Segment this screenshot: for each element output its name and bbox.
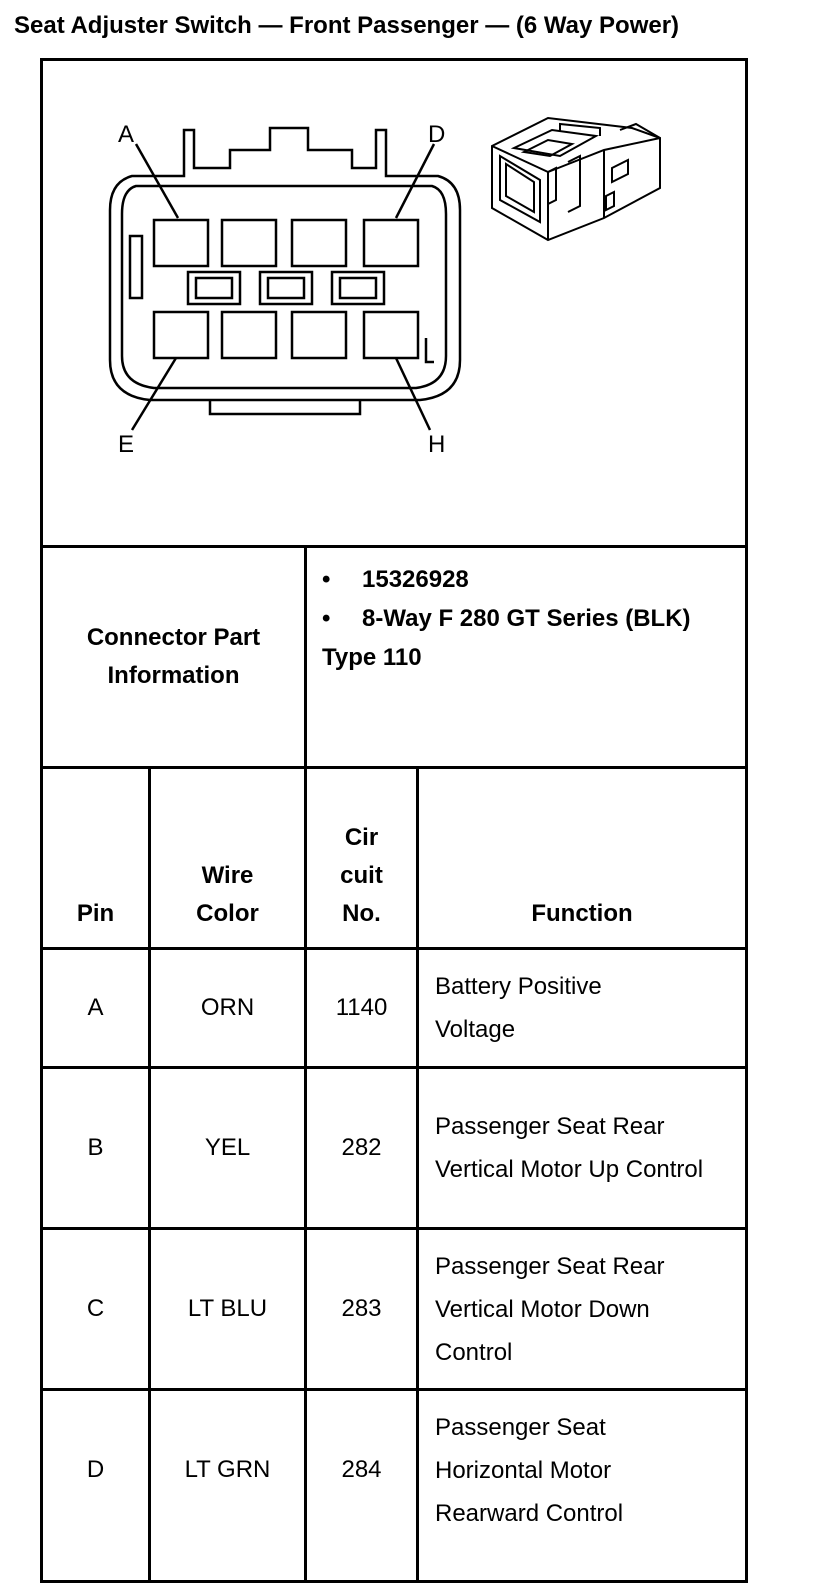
connector-table-frame [40, 58, 748, 1583]
header-function: Function [531, 900, 633, 927]
bullet-icon: • [322, 566, 331, 593]
divider [40, 1227, 748, 1230]
divider [148, 766, 151, 1583]
table-cell-circuit: 284 [341, 1456, 382, 1483]
header-wire-color-text: Wire Color [196, 862, 259, 927]
connector-part-info-label-text: Connector Part Information [86, 624, 261, 689]
connector-series: 8-Way F 280 GT Series (BLK) Type 110 [322, 605, 691, 671]
pin-label-d: D [428, 121, 445, 148]
header-pin: Pin [76, 900, 115, 927]
table-cell-function: Passenger Seat Rear Vertical Motor Down … [419, 1230, 745, 1388]
table-cell-function-text: Passenger Seat Rear Vertical Motor Up Co… [435, 1113, 704, 1183]
pin-label-e: E [118, 431, 134, 458]
table-cell-wire: ORN [200, 994, 255, 1021]
table-cell-function: Passenger Seat Rear Vertical Motor Up Co… [419, 1069, 745, 1227]
table-cell-function: Passenger Seat Horizontal Motor Rearward… [419, 1391, 745, 1549]
table-cell-wire: LT GRN [184, 1456, 271, 1483]
table-cell-wire: LT BLU [187, 1295, 268, 1322]
connector-3d-image [491, 116, 661, 242]
table-cell-circuit: 282 [341, 1134, 382, 1161]
table-cell-wire: YEL [204, 1134, 251, 1161]
pin-label-a: A [118, 121, 134, 148]
table-cell-pin: C [86, 1295, 105, 1322]
table-cell-function-text: Battery Positive Voltage [435, 973, 602, 1043]
connector-diagram: A D E H [108, 116, 661, 458]
table-cell-circuit: 283 [341, 1295, 382, 1322]
divider [40, 766, 748, 769]
divider [40, 545, 748, 548]
table-cell-function: Battery Positive Voltage [419, 950, 745, 1066]
list-item: • 15326928 [322, 560, 742, 599]
header-circuit-no-text: Cir cuit No. [340, 824, 383, 927]
list-item: •8-Way F 280 GT Series (BLK) Type 110 [322, 599, 742, 677]
table-cell-function-text: Passenger Seat Rear Vertical Motor Down … [435, 1252, 665, 1366]
table-cell-pin: A [87, 994, 104, 1021]
header-circuit-no: Cir cuit No. [307, 769, 416, 947]
connector-part-info-label: Connector Part Information [43, 548, 304, 766]
divider [40, 1388, 748, 1391]
divider [304, 545, 307, 1583]
table-cell-circuit: 1140 [335, 994, 388, 1021]
divider [416, 766, 419, 1583]
part-number: 15326928 [362, 566, 469, 593]
table-cell-pin: B [87, 1134, 104, 1161]
divider [40, 947, 748, 950]
divider [40, 1066, 748, 1069]
bullet-icon: • [322, 605, 331, 632]
connector-part-info-list: • 15326928 •8-Way F 280 GT Series (BLK) … [322, 560, 742, 677]
pin-label-h: H [428, 431, 445, 458]
page-title: Seat Adjuster Switch — Front Passenger —… [14, 12, 680, 39]
table-cell-function-text: Passenger Seat Horizontal Motor Rearward… [435, 1413, 624, 1527]
header-wire-color: Wire Color [151, 769, 304, 947]
table-cell-pin: D [86, 1456, 105, 1483]
